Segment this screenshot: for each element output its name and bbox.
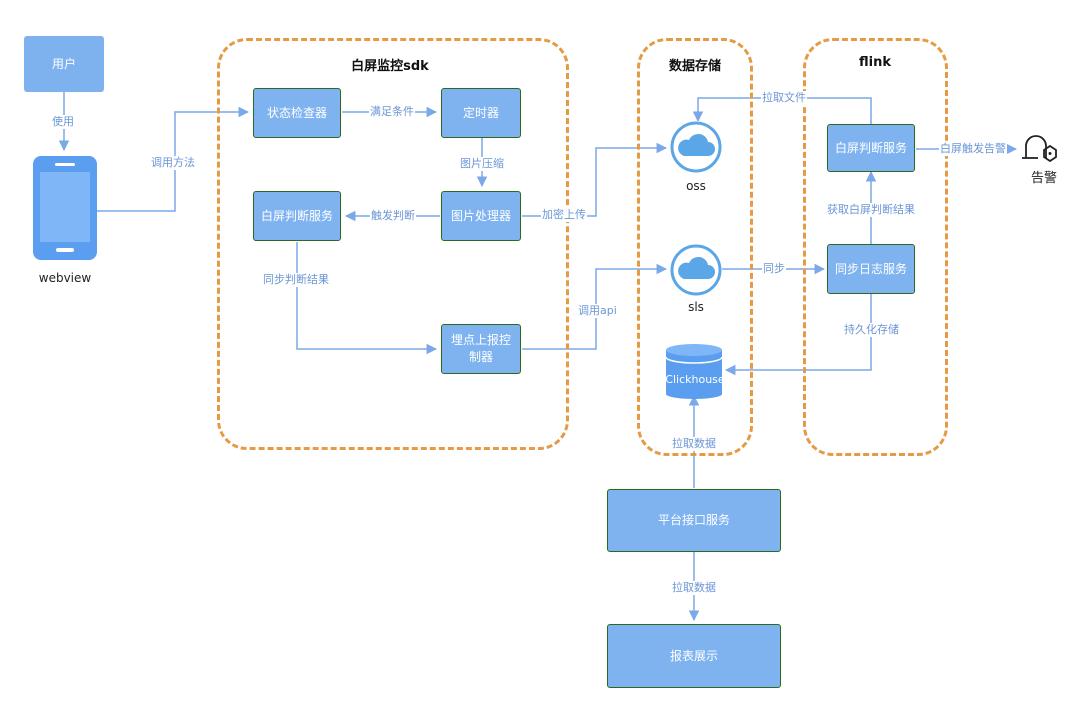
node-platform-api[interactable]: 平台接口服务 (607, 489, 781, 552)
clickhouse-database-icon (665, 344, 723, 399)
group-flink (803, 38, 948, 456)
label-pull-data-2: 拉取数据 (671, 581, 717, 595)
label-use: 使用 (51, 115, 75, 129)
node-sync-log[interactable]: 同步日志服务 (827, 244, 915, 294)
label-image-compress: 图片压缩 (459, 157, 505, 171)
alert-icon (1022, 135, 1057, 163)
node-report[interactable]: 报表展示 (607, 624, 781, 688)
label-call-api: 调用api (577, 304, 618, 318)
label-sync: 同步 (762, 262, 786, 276)
group-flink-title: flink (859, 55, 891, 70)
phone-icon (33, 156, 97, 260)
label-white-alert: 白屏触发告警 (939, 142, 1007, 156)
node-image-processor[interactable]: 图片处理器 (441, 191, 521, 241)
node-oss-caption: oss (686, 179, 706, 193)
node-webview-caption: webview (38, 271, 92, 285)
label-persist: 持久化存储 (843, 323, 900, 337)
label-sync-result: 同步判断结果 (262, 273, 330, 287)
label-call-method: 调用方法 (150, 156, 196, 170)
node-tracking-controller[interactable]: 埋点上报控 制器 (441, 324, 521, 374)
label-fetch-file: 拉取文件 (761, 91, 807, 105)
label-pull-data-1: 拉取数据 (671, 437, 717, 451)
label-get-result: 获取白屏判断结果 (826, 203, 916, 217)
node-sls-caption: sls (688, 300, 704, 314)
sls-cloud-icon (670, 244, 722, 296)
node-sdk-judge[interactable]: 白屏判断服务 (253, 191, 341, 241)
oss-cloud-icon (670, 121, 722, 173)
edge-persist (724, 294, 872, 376)
node-user[interactable]: 用户 (24, 36, 104, 92)
group-storage (637, 38, 753, 456)
label-encrypt-upload: 加密上传 (541, 208, 587, 222)
group-sdk (217, 38, 569, 450)
node-tracking-controller-line1: 埋点上报控 (450, 333, 511, 347)
node-alert-caption: 告警 (1030, 171, 1057, 186)
node-status-checker[interactable]: 状态检查器 (253, 88, 341, 138)
group-sdk-title: 白屏监控sdk (351, 59, 429, 74)
label-meets-condition: 满足条件 (369, 105, 415, 119)
node-timer[interactable]: 定时器 (441, 88, 521, 138)
node-clickhouse-label: Clickhouse (665, 373, 725, 386)
label-trigger-judge: 触发判断 (370, 209, 416, 223)
node-flink-judge[interactable]: 白屏判断服务 (827, 124, 915, 172)
group-storage-title: 数据存储 (668, 59, 721, 74)
node-tracking-controller-line2: 制器 (468, 350, 493, 364)
